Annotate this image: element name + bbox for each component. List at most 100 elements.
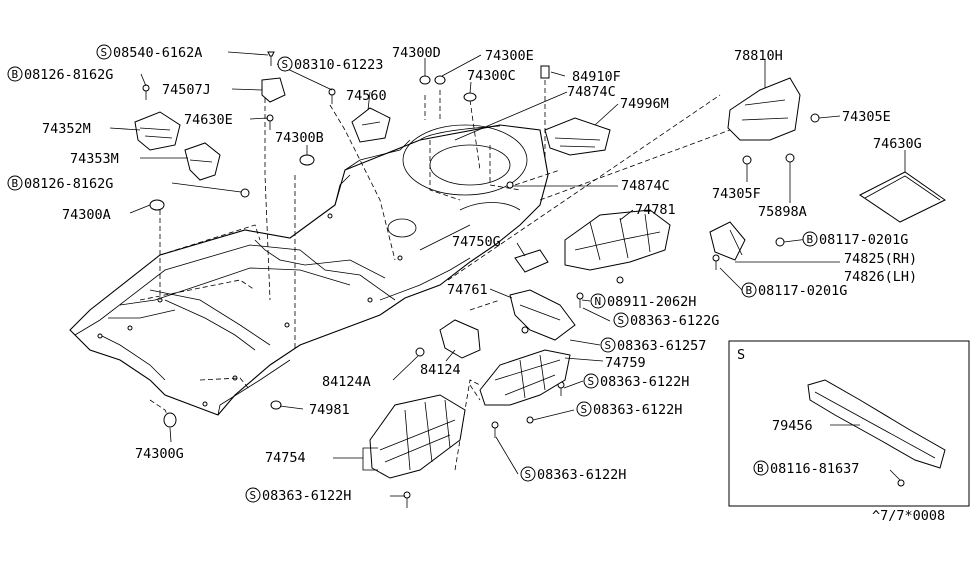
callout-part-number: 74826(LH) xyxy=(844,269,917,285)
callout-prefix: S xyxy=(525,468,532,481)
callout-c22: 74300A xyxy=(62,207,111,223)
floor-pan xyxy=(69,124,549,416)
callout-c35: 84124A xyxy=(322,374,371,390)
callout-c7: 74300C xyxy=(467,68,516,84)
callout-c42: S 08363-6122H xyxy=(245,487,351,504)
callout-part-number: 84124 xyxy=(420,362,461,378)
callout-c6: 74300E xyxy=(485,48,534,64)
callout-part-number: 74560 xyxy=(346,88,387,104)
callout-c16: 74305E xyxy=(842,109,891,125)
callout-c9: 74560 xyxy=(346,88,387,104)
callout-part-number: 74761 xyxy=(447,282,488,298)
bracket-74750g xyxy=(514,249,549,273)
callout-c2: B 08126-8162G xyxy=(7,66,113,83)
callout-part-number: 08363-6122G xyxy=(630,313,719,329)
callout-prefix-circle xyxy=(600,337,616,353)
callout-part-number: 08310-61223 xyxy=(294,57,383,73)
callout-c20: 74874C xyxy=(621,178,670,194)
callout-prefix-circle xyxy=(583,373,599,389)
callout-c23: 75898A xyxy=(758,204,807,220)
bracket-74996m xyxy=(544,117,611,156)
callout-part-number: 74300D xyxy=(392,45,441,61)
callout-part-number: 74996M xyxy=(620,96,669,112)
mat-74630g xyxy=(859,171,946,223)
callout-c10: 74874C xyxy=(567,84,616,100)
callout-prefix-circle xyxy=(590,293,606,309)
callout-part-number: 74981 xyxy=(309,402,350,418)
insulator-74759 xyxy=(479,349,571,406)
callout-part-number: 74781 xyxy=(635,202,676,218)
callout-c8: 84910F xyxy=(572,69,621,85)
bracket-74353m xyxy=(184,142,221,181)
callout-prefix: S xyxy=(282,58,289,71)
callout-part-number: 08540-6162A xyxy=(113,45,202,61)
callout-part-number: 78810H xyxy=(734,48,783,64)
pad-74560 xyxy=(351,107,391,143)
callout-part-number: 74630G xyxy=(873,136,922,152)
callout-c19: B 08126-8162G xyxy=(7,175,113,192)
callout-c1: S 08540-6162A xyxy=(96,44,202,61)
callout-prefix: S xyxy=(605,339,612,352)
bracket-78810h xyxy=(727,77,801,141)
callout-prefix: S xyxy=(101,46,108,59)
inset-tag: S xyxy=(737,347,745,363)
callout-part-number: 74305E xyxy=(842,109,891,125)
callout-prefix: B xyxy=(12,68,19,81)
insulator-74761 xyxy=(509,289,576,341)
callout-c12: 78810H xyxy=(734,48,783,64)
bracket-84124 xyxy=(439,319,481,359)
callout-part-number: 08126-8162G xyxy=(24,67,113,83)
callout-part-number: 74353M xyxy=(70,151,119,167)
inset-bolt-label: 08116-81637 xyxy=(770,461,859,477)
callout-c34: 74759 xyxy=(605,355,646,371)
callout-c27: 74825(RH) xyxy=(844,251,917,267)
callout-prefix-circle xyxy=(520,466,536,482)
callout-c40: 74300G xyxy=(135,446,184,462)
callout-prefix: B xyxy=(746,284,753,297)
insulator-74754 xyxy=(369,394,466,479)
inset-box xyxy=(728,340,970,507)
callout-labels: S 08540-6162A B 08126-8162G 74507J S 08310-612… xyxy=(7,44,922,504)
callout-part-number: 74300C xyxy=(467,68,516,84)
callout-prefix: S xyxy=(250,489,257,502)
callout-part-number: 08911-2062H xyxy=(607,294,696,310)
callout-c15: 74300B xyxy=(275,130,324,146)
diagram-code: ^7/7*0008 xyxy=(872,508,945,524)
inset-bolt-callout: B 08116-81637 xyxy=(753,460,859,477)
callout-c28: 74826(LH) xyxy=(844,269,917,285)
callout-c5: 74300D xyxy=(392,45,441,61)
callout-part-number: 74507J xyxy=(162,82,211,98)
assembly-lines xyxy=(139,80,731,471)
callout-prefix: N xyxy=(595,295,602,308)
callout-c4: S 08310-61223 xyxy=(277,56,383,73)
bracket-74352m xyxy=(134,111,181,151)
callout-prefix: S xyxy=(618,314,625,327)
callout-prefix-circle xyxy=(277,56,293,72)
callout-c17: 74630G xyxy=(873,136,922,152)
callout-prefix-circle xyxy=(576,401,592,417)
callout-part-number: 74874C xyxy=(621,178,670,194)
callout-part-number: 74300G xyxy=(135,446,184,462)
callout-part-number: 74305F xyxy=(712,186,761,202)
callout-part-number: 84124A xyxy=(322,374,371,390)
callout-c36: 84124 xyxy=(420,362,461,378)
callout-part-number: 74300E xyxy=(485,48,534,64)
callout-part-number: 08363-6122H xyxy=(593,402,682,418)
callout-part-number: 08117-0201G xyxy=(819,232,908,248)
callout-c41: 74754 xyxy=(265,450,306,466)
hanger-74825 xyxy=(709,221,746,261)
callout-c24: 74781 xyxy=(635,202,676,218)
callout-prefix-circle xyxy=(613,312,629,328)
callout-part-number: 08126-8162G xyxy=(24,176,113,192)
callout-prefix: B xyxy=(12,177,19,190)
callout-c21: 74305F xyxy=(712,186,761,202)
callout-part-number: 08363-6122H xyxy=(262,488,351,504)
callout-c13: 74352M xyxy=(42,121,91,137)
